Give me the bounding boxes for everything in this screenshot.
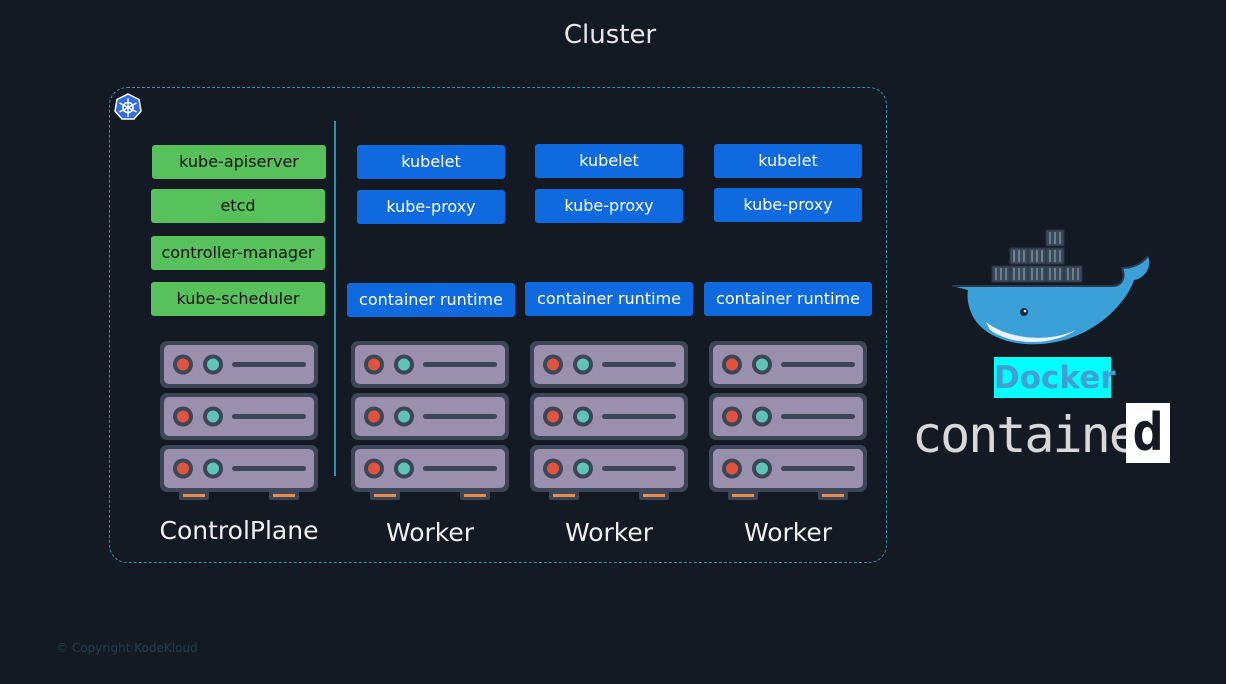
worker1-server-icon [350, 340, 510, 500]
worker1-label: Worker [385, 518, 475, 547]
worker3-server-icon [708, 340, 868, 500]
worker1-kube-proxy: kube-proxy [357, 190, 505, 224]
control-plane-server-icon [159, 340, 319, 500]
diagram-title: Cluster [563, 20, 657, 50]
right-edge [1226, 0, 1236, 684]
worker2-kube-proxy: kube-proxy [535, 189, 683, 223]
kube-scheduler-component: kube-scheduler [151, 282, 325, 316]
copyright-notice: © Copyright KodeKloud [56, 641, 198, 655]
worker3-kubelet: kubelet [714, 144, 862, 178]
containerd-d-box: d [1126, 403, 1170, 463]
worker3-kube-proxy: kube-proxy [714, 188, 862, 222]
worker1-kubelet: kubelet [357, 145, 505, 179]
containerd-text: container [912, 406, 1167, 464]
control-worker-divider [334, 121, 336, 476]
kube-apiserver-component: kube-apiserver [152, 145, 326, 179]
worker2-server-icon [529, 340, 689, 500]
etcd-component: etcd [151, 189, 325, 223]
worker2-container-runtime: container runtime [525, 282, 693, 316]
worker2-kubelet: kubelet [535, 144, 683, 178]
kubernetes-icon [114, 93, 142, 120]
docker-whale-icon [952, 229, 1150, 345]
docker-label: Docker [994, 357, 1116, 398]
controller-manager-component: controller-manager [151, 236, 325, 270]
worker2-label: Worker [564, 518, 654, 547]
worker1-container-runtime: container runtime [347, 283, 515, 317]
worker3-container-runtime: container runtime [704, 282, 872, 316]
cluster-boundary [109, 87, 887, 563]
control-plane-label: ControlPlane [159, 516, 319, 545]
worker3-label: Worker [743, 518, 833, 547]
